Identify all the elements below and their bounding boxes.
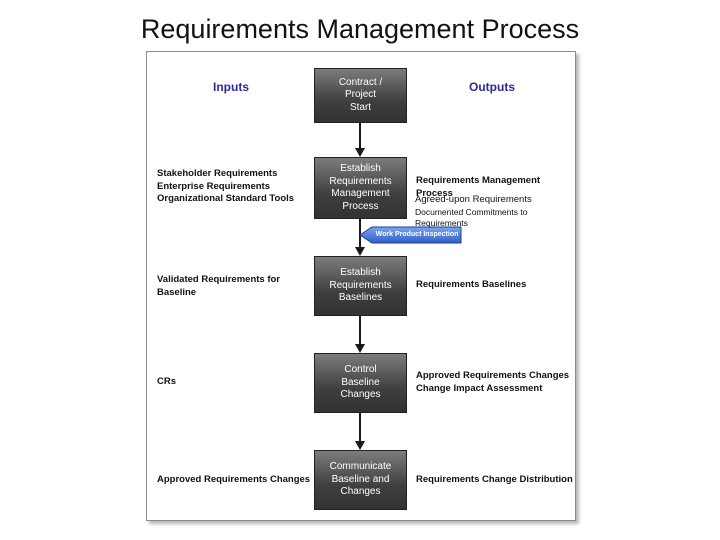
diagram-panel: Inputs Outputs Contract / Project Start … (146, 51, 576, 521)
page-title: Requirements Management Process (140, 14, 580, 44)
output-group: Requirements Change Distribution (416, 474, 573, 487)
input-group: Validated Requirements for Baseline (157, 274, 280, 299)
step-communicate-changes: Communicate Baseline and Changes (314, 450, 407, 510)
arrow-down-icon (355, 247, 365, 256)
connector-line (359, 316, 361, 345)
step-line: Baseline and (331, 473, 390, 485)
step-line: Communicate (329, 461, 392, 473)
step-line: Process (342, 200, 379, 212)
arrow-down-icon (355, 441, 365, 450)
output-line: Process (416, 187, 453, 199)
step-line: Start (349, 101, 372, 113)
step-contract-project-start: Contract / Project Start (314, 68, 407, 123)
input-group: CRs (157, 376, 176, 389)
output-line: Requirements Baselines (416, 279, 527, 290)
input-line: Organizational Standard Tools (157, 193, 295, 204)
connector-line (359, 219, 361, 248)
step-establish-rm-process: Establish Requirements Management Proces… (314, 157, 407, 219)
output-group: Requirements Management Process (416, 175, 540, 200)
output-line: Requirements Change Distribution (416, 474, 573, 485)
input-group: Approved Requirements Changes (157, 474, 310, 487)
step-line: Requirements (329, 279, 392, 291)
step-line: Baselines (338, 292, 383, 304)
step-line: Establish (340, 163, 381, 174)
input-line: Baseline (157, 286, 197, 298)
output-line: Change Impact Assessment (416, 382, 543, 394)
output-line: Approved Requirements Changes (416, 370, 570, 381)
work-product-inspection-label: Work Product Inspection (375, 231, 459, 238)
output-notes: Agreed-upon Requirements Documented Comm… (415, 194, 532, 229)
input-line: Enterprise Requirements (157, 180, 270, 192)
step-line: Establish (340, 267, 381, 279)
outputs-header: Outputs (469, 80, 515, 94)
step-line: Changes (340, 486, 381, 498)
step-establish-baselines: Establish Requirements Baselines (314, 256, 407, 316)
input-line: Stakeholder Requirements (157, 168, 278, 179)
arrow-down-icon (355, 344, 365, 353)
step-line: Requirements (329, 175, 392, 187)
input-group: Stakeholder Requirements Enterprise Requ… (157, 168, 294, 206)
output-group: Requirements Baselines (416, 279, 526, 292)
arrow-down-icon (355, 148, 365, 157)
step-line: Changes (340, 389, 381, 401)
step-line: Baseline (341, 376, 380, 388)
input-line: CRs (157, 376, 177, 387)
input-line: Validated Requirements for (157, 274, 281, 285)
step-line: Management (331, 188, 390, 199)
output-group: Approved Requirements Changes Change Imp… (416, 370, 569, 395)
connector-line (359, 123, 361, 149)
input-line: Approved Requirements Changes (157, 474, 311, 485)
output-note-line: Agreed-upon Requirements (415, 194, 532, 205)
connector-line (359, 413, 361, 442)
step-line: Contract / Project (338, 76, 383, 101)
step-line: Control (344, 364, 377, 376)
output-note-line: Documented Commitments to (415, 207, 528, 217)
work-product-inspection-arrow-icon (359, 226, 462, 244)
output-line: Requirements Management (416, 175, 541, 186)
inputs-header: Inputs (213, 80, 249, 94)
step-control-baseline-changes: Control Baseline Changes (314, 353, 407, 413)
output-note-line: Requirements (415, 218, 468, 228)
